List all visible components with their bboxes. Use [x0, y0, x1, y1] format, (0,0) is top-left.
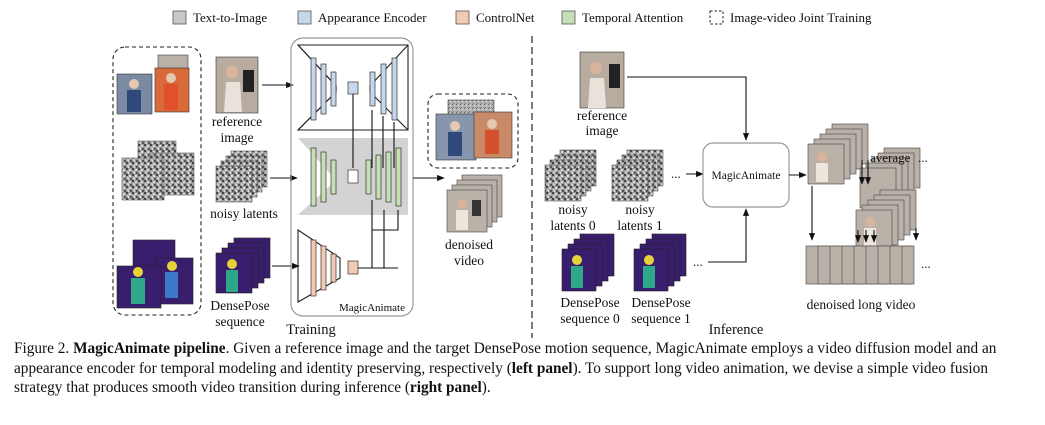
inf-noisy0-label-1: noisy: [558, 202, 588, 217]
legend-label-temporal: Temporal Attention: [582, 10, 684, 25]
train-model-box: [290, 37, 414, 317]
inf-long-ellipsis: ...: [921, 256, 931, 271]
train-ref-label-1: reference: [212, 114, 262, 129]
train-output-label-2: video: [454, 253, 484, 268]
figure-caption: Figure 2. MagicAnimate pipeline. Given a…: [14, 339, 1034, 398]
caption-part1: . Given a reference image and the target…: [14, 340, 997, 377]
train-densepose-sequence: [215, 237, 271, 294]
legend: Text-to-Image Appearance Encoder Control…: [172, 10, 872, 25]
train-model-label: MagicAnimate: [339, 302, 405, 314]
densepose-samples-icon: [116, 239, 194, 309]
image-samples-icon: [116, 54, 190, 115]
training-panel-label: Training: [286, 322, 335, 338]
caption-part3: ).: [481, 379, 491, 396]
legend-swatch-controlnet: [455, 10, 470, 25]
internal-connections: [352, 94, 399, 269]
inf-dense1-label-1: DensePose: [631, 295, 690, 310]
caption-prefix: Figure 2.: [14, 340, 74, 357]
legend-swatch-appearance: [297, 10, 312, 25]
train-dense-label-1: DensePose: [210, 298, 269, 313]
inf-noisy-latents-1: [611, 149, 664, 202]
caption-right-panel: right panel: [409, 379, 482, 396]
temporal-attention-blocks: [310, 147, 402, 207]
legend-swatch-joint: [709, 10, 724, 25]
train-noisy-label: noisy latents: [210, 206, 278, 221]
inf-ref-label-2: image: [586, 123, 619, 138]
controlnet-blocks: [310, 239, 359, 297]
caption-title: MagicAnimate pipeline: [73, 340, 226, 357]
legend-label-controlnet: ControlNet: [476, 10, 535, 25]
legend-swatch-t2i: [172, 10, 187, 25]
inf-clip-0: [807, 123, 869, 185]
caption-left-panel: left panel: [511, 359, 573, 377]
legend-swatch-temporal: [561, 10, 576, 25]
legend-label-joint: Image-video Joint Training: [730, 10, 872, 25]
joint-training-box: [112, 46, 202, 316]
arrow-inf-ref: [627, 76, 750, 141]
inf-reference-image: [579, 51, 625, 109]
inf-dense1-label-2: sequence 1: [631, 311, 691, 326]
inf-ref-label-1: reference: [577, 108, 627, 123]
caption-part2: ). To support long video animation, we d…: [14, 359, 988, 397]
inf-noisy-ellipsis: ...: [671, 166, 681, 181]
inf-densepose-1: [633, 233, 687, 292]
train-reference-image: [215, 56, 259, 114]
pipeline-diagram: Text-to-Image Appearance Encoder Control…: [112, 10, 931, 338]
inf-clip-ellipsis: ...: [918, 150, 928, 165]
output-joint-box: [427, 93, 519, 169]
train-output-label-1: denoised: [445, 237, 493, 252]
inf-long-video: [805, 245, 915, 285]
inf-noisy-latents-0: [544, 149, 597, 202]
noise-samples-icon: [121, 140, 195, 201]
train-dense-label-2: sequence: [215, 314, 264, 329]
inf-dense0-label-1: DensePose: [560, 295, 619, 310]
train-noisy-latents: [215, 150, 268, 203]
inf-noisy1-label-1: noisy: [625, 202, 655, 217]
train-denoised-video: [446, 174, 503, 233]
inf-dense0-label-2: sequence 0: [560, 311, 620, 326]
legend-label-t2i: Text-to-Image: [193, 10, 267, 25]
inf-noisy1-label-2: latents 1: [617, 218, 662, 233]
train-ref-label-2: image: [221, 130, 254, 145]
inf-noisy0-label-2: latents 0: [550, 218, 596, 233]
training-panel: reference image noisy latents DensePose …: [112, 37, 519, 338]
inf-dense-ellipsis: ...: [693, 254, 703, 269]
inf-densepose-0: [561, 233, 615, 292]
output-image-samples: [435, 99, 513, 161]
arrow-inf-dense: [708, 208, 750, 263]
legend-label-appearance: Appearance Encoder: [318, 10, 427, 25]
appearance-encoder-blocks: [310, 57, 398, 121]
inference-panel-label: Inference: [709, 322, 764, 338]
inf-averaged-clip: [855, 189, 917, 251]
average-label: average: [870, 150, 911, 165]
inf-output-label: denoised long video: [807, 297, 916, 312]
inf-model-label: MagicAnimate: [712, 170, 781, 182]
inference-panel: reference image noisy latents 0 noisy la…: [544, 51, 931, 338]
